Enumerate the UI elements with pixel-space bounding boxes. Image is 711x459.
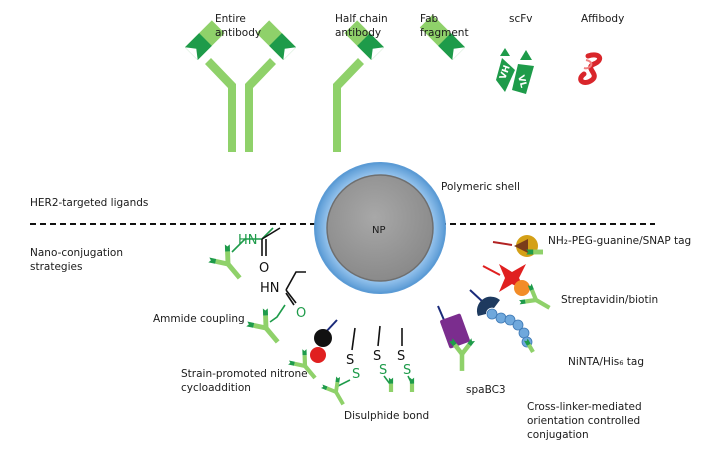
amide-o-label-2: O <box>296 306 306 321</box>
disulphide-s-label-3: S <box>373 349 381 364</box>
strategies-section-title: Nano-conjugation strategies <box>30 247 123 273</box>
amide-coupling-structure-1: HN O <box>206 227 281 287</box>
ninta-label: NiNTA/His₆ tag <box>568 356 644 368</box>
polymeric-shell-label: Polymeric shell <box>441 181 520 193</box>
half-chain-antibody-icon <box>333 20 385 152</box>
amide-o-label-1: O <box>259 261 269 276</box>
disulphide-s-label-6: S <box>403 363 411 378</box>
disulphide-s-label-5: S <box>397 349 405 364</box>
entire-antibody-label: Entire antibody <box>215 13 262 39</box>
entire-antibody-icon <box>184 20 297 152</box>
nanoparticle-core <box>326 174 434 282</box>
disulphide-s-label-4: S <box>379 363 387 378</box>
spabc3-structure <box>437 305 475 371</box>
fab-fragment-label: Fab fragment <box>420 13 469 39</box>
nanoparticle-core-label: NP <box>372 225 386 236</box>
scfv-vl-label: VL <box>515 74 528 89</box>
ninta-structure <box>469 289 535 354</box>
amide-coupling-structure-2: HN O <box>244 271 306 351</box>
nitrone-structure <box>286 319 338 386</box>
scfv-icon: VH VL <box>496 48 534 94</box>
amide-nh-label-1: HN <box>238 233 258 248</box>
scfv-vh-label: VH <box>498 64 512 81</box>
nanoparticle <box>314 162 446 294</box>
snap-tag-structure <box>492 235 543 257</box>
disulphide-s-label-2: S <box>352 367 360 382</box>
snap-tag-label: NH₂-PEG-guanine/SNAP tag <box>548 235 692 247</box>
ligands-section-title: HER2-targeted ligands <box>30 197 149 209</box>
cross-linker-label: Cross-linker-mediated orientation contro… <box>527 401 642 441</box>
scfv-label: scFv <box>509 13 533 25</box>
nitrone-label: Strain-promoted nitrone cycloaddition <box>181 368 308 394</box>
amide-nh-label-2: HN <box>260 281 280 296</box>
spabc3-label: spaBC3 <box>466 384 506 396</box>
amide-coupling-label: Ammide coupling <box>153 313 245 325</box>
disulphide-structure: S S S S S S <box>319 325 415 410</box>
streptavidin-structure <box>482 264 556 319</box>
disulphide-s-label-1: S <box>346 353 354 368</box>
affibody-label: Affibody <box>581 13 625 25</box>
half-chain-antibody-label: Half chain antibody <box>335 13 388 39</box>
affibody-icon <box>578 52 603 85</box>
streptavidin-label: Streptavidin/biotin <box>561 294 659 306</box>
disulphide-label: Disulphide bond <box>344 410 430 422</box>
